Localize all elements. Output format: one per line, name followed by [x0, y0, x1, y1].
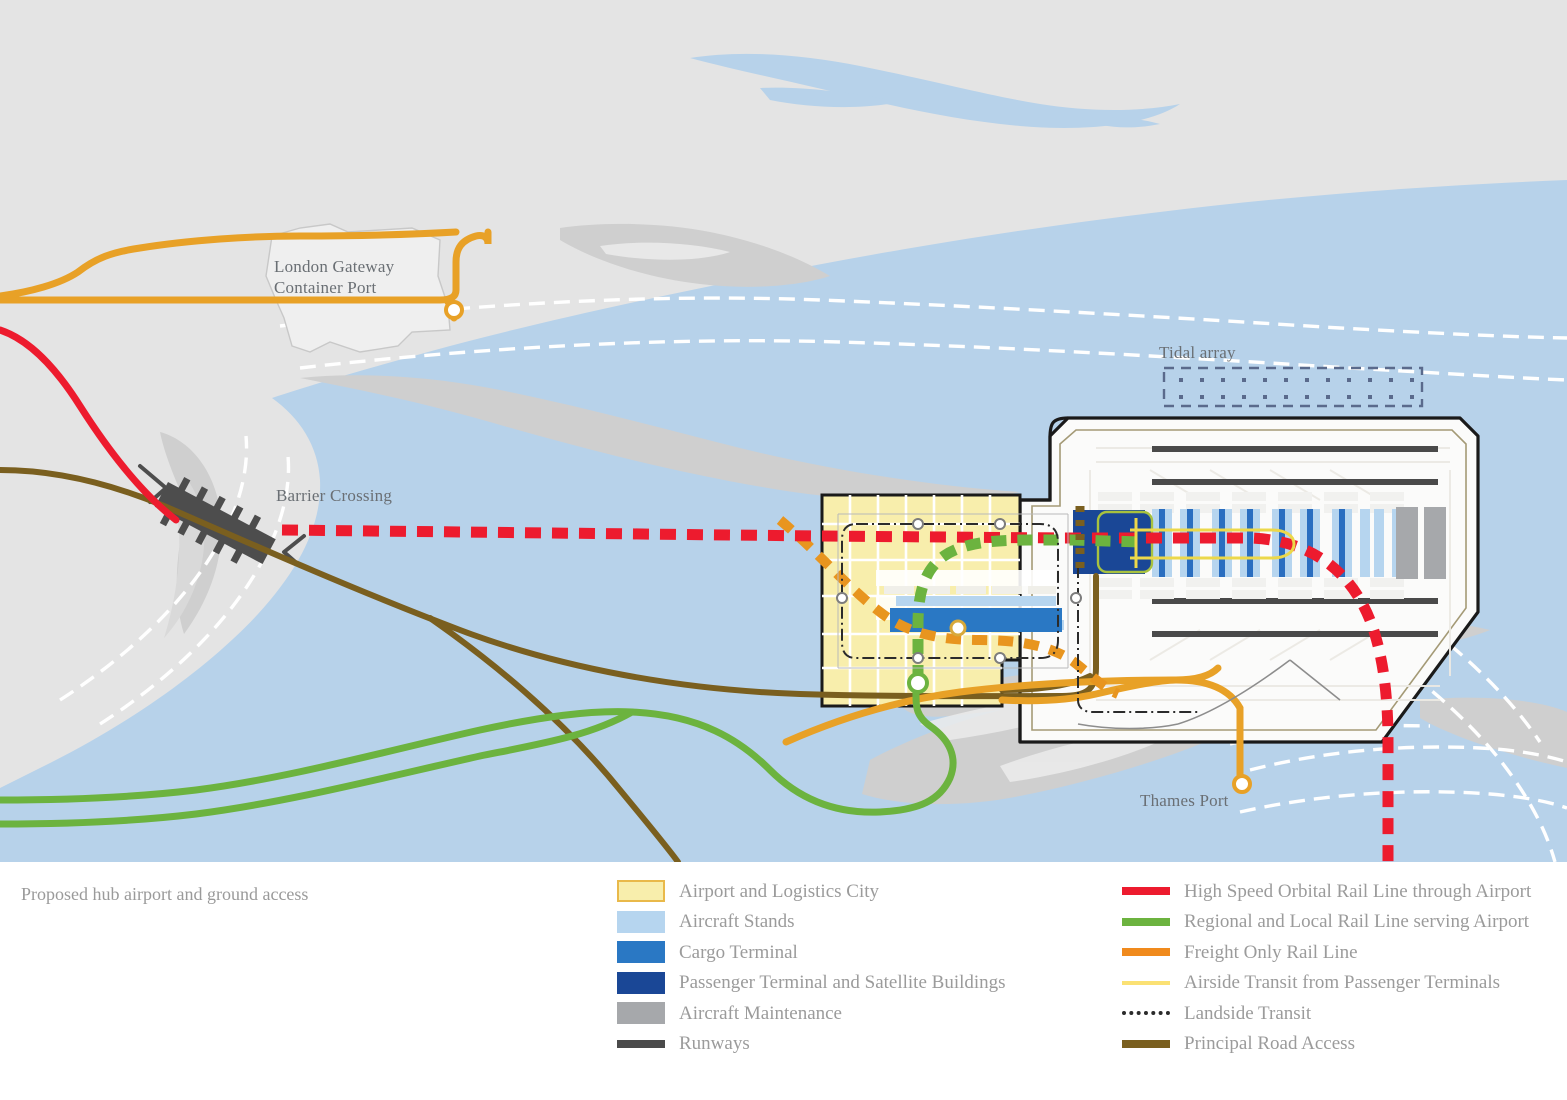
minor-roads: [1077, 659, 1341, 730]
legend-line-sample: [1122, 880, 1170, 902]
legend-row[interactable]: Passenger Terminal and Satellite Buildin…: [617, 968, 1006, 999]
freight-terminal-nodes[interactable]: [444, 300, 1252, 794]
map-canvas[interactable]: London Gateway Container Port Barrier Cr…: [0, 0, 1567, 862]
label-barrier-crossing: Barrier Crossing: [276, 486, 393, 505]
principal-road-access[interactable]: [0, 467, 1099, 700]
legend-row[interactable]: High Speed Orbital Rail Line through Air…: [1122, 876, 1531, 907]
high-speed-rail-dashed[interactable]: [281, 524, 1394, 862]
legend-label: Airside Transit from Passenger Terminals: [1184, 972, 1501, 994]
legend-row[interactable]: Principal Road Access: [1122, 1029, 1531, 1060]
regional-rail-solid[interactable]: [0, 680, 957, 828]
legend-label: Runways: [679, 1033, 750, 1055]
legend-line-sample: [1122, 972, 1170, 994]
legend-swatch: [617, 941, 665, 964]
legend-label: Airport and Logistics City: [679, 880, 880, 902]
legend-line-sample: [1122, 911, 1170, 933]
airport-island[interactable]: [1018, 416, 1480, 744]
legend-line-sample: [617, 1033, 665, 1055]
freight-rail-solid[interactable]: [0, 228, 1244, 786]
legend-label: High Speed Orbital Rail Line through Air…: [1184, 880, 1532, 902]
legend-line-sample: [1122, 1033, 1170, 1055]
runways: [1152, 446, 1438, 637]
legend-label: Aircraft Stands: [679, 911, 795, 933]
freight-rail-south[interactable]: [998, 676, 1180, 705]
legend-row[interactable]: Cargo Terminal: [617, 937, 1006, 968]
legend-row[interactable]: Regional and Local Rail Line serving Air…: [1122, 907, 1531, 938]
legend-label: Freight Only Rail Line: [1184, 941, 1358, 963]
aircraft-maintenance[interactable]: [1396, 507, 1446, 579]
legend-row[interactable]: Runways: [617, 1029, 1006, 1060]
passenger-terminal[interactable]: [1073, 510, 1154, 574]
legend-swatch: [617, 910, 665, 933]
label-tidal-array: Tidal array: [1159, 343, 1236, 362]
legend-label: Principal Road Access: [1184, 1033, 1355, 1055]
legend-column-lines: High Speed Orbital Rail Line through Air…: [1122, 876, 1531, 1059]
legend-swatch: [617, 971, 665, 994]
legend-label: Landside Transit: [1184, 1002, 1312, 1024]
high-speed-rail-solid[interactable]: [0, 326, 180, 524]
label-london-gateway: London Gateway Container Port: [274, 256, 394, 298]
freight-rail-dashed[interactable]: [776, 516, 1121, 699]
regional-rail-nodes[interactable]: [907, 672, 929, 694]
legend-row[interactable]: Airport and Logistics City: [617, 876, 1006, 907]
label-london-gateway-line1: London Gateway: [274, 257, 395, 276]
tidal-array[interactable]: [1162, 366, 1424, 408]
legend-swatch: [617, 880, 665, 903]
figure-caption: Proposed hub airport and ground access: [21, 884, 309, 904]
map-graphic: [0, 53, 1567, 862]
legend-row[interactable]: Aircraft Maintenance: [617, 998, 1006, 1029]
legend-row[interactable]: Aircraft Stands: [617, 907, 1006, 938]
legend-label: Passenger Terminal and Satellite Buildin…: [679, 972, 1006, 994]
logistics-apron-ticks: [884, 586, 1056, 594]
legend-label: Cargo Terminal: [679, 941, 798, 963]
legend-row[interactable]: Airside Transit from Passenger Terminals: [1122, 968, 1531, 999]
legend-row[interactable]: Landside Transit: [1122, 998, 1531, 1029]
legend-line-sample: [1122, 1002, 1170, 1024]
landside-transit[interactable]: [837, 513, 1200, 713]
apron-blocks: [1098, 492, 1404, 599]
navigation-channels: [59, 296, 1567, 862]
legend-label: Regional and Local Rail Line serving Air…: [1184, 911, 1530, 933]
label-london-gateway-line2: Container Port: [274, 278, 377, 297]
legend-label: Aircraft Maintenance: [679, 1002, 842, 1024]
legend-row[interactable]: Freight Only Rail Line: [1122, 937, 1531, 968]
legend-line-sample: [1122, 941, 1170, 963]
legend-swatch: [617, 1002, 665, 1025]
airside-transit[interactable]: [1130, 518, 1296, 568]
regional-rail-dashed[interactable]: [912, 534, 1143, 680]
landside-transit-stops[interactable]: [836, 518, 1082, 664]
label-thames-port: Thames Port: [1140, 791, 1229, 810]
london-gateway-port[interactable]: [265, 223, 451, 353]
